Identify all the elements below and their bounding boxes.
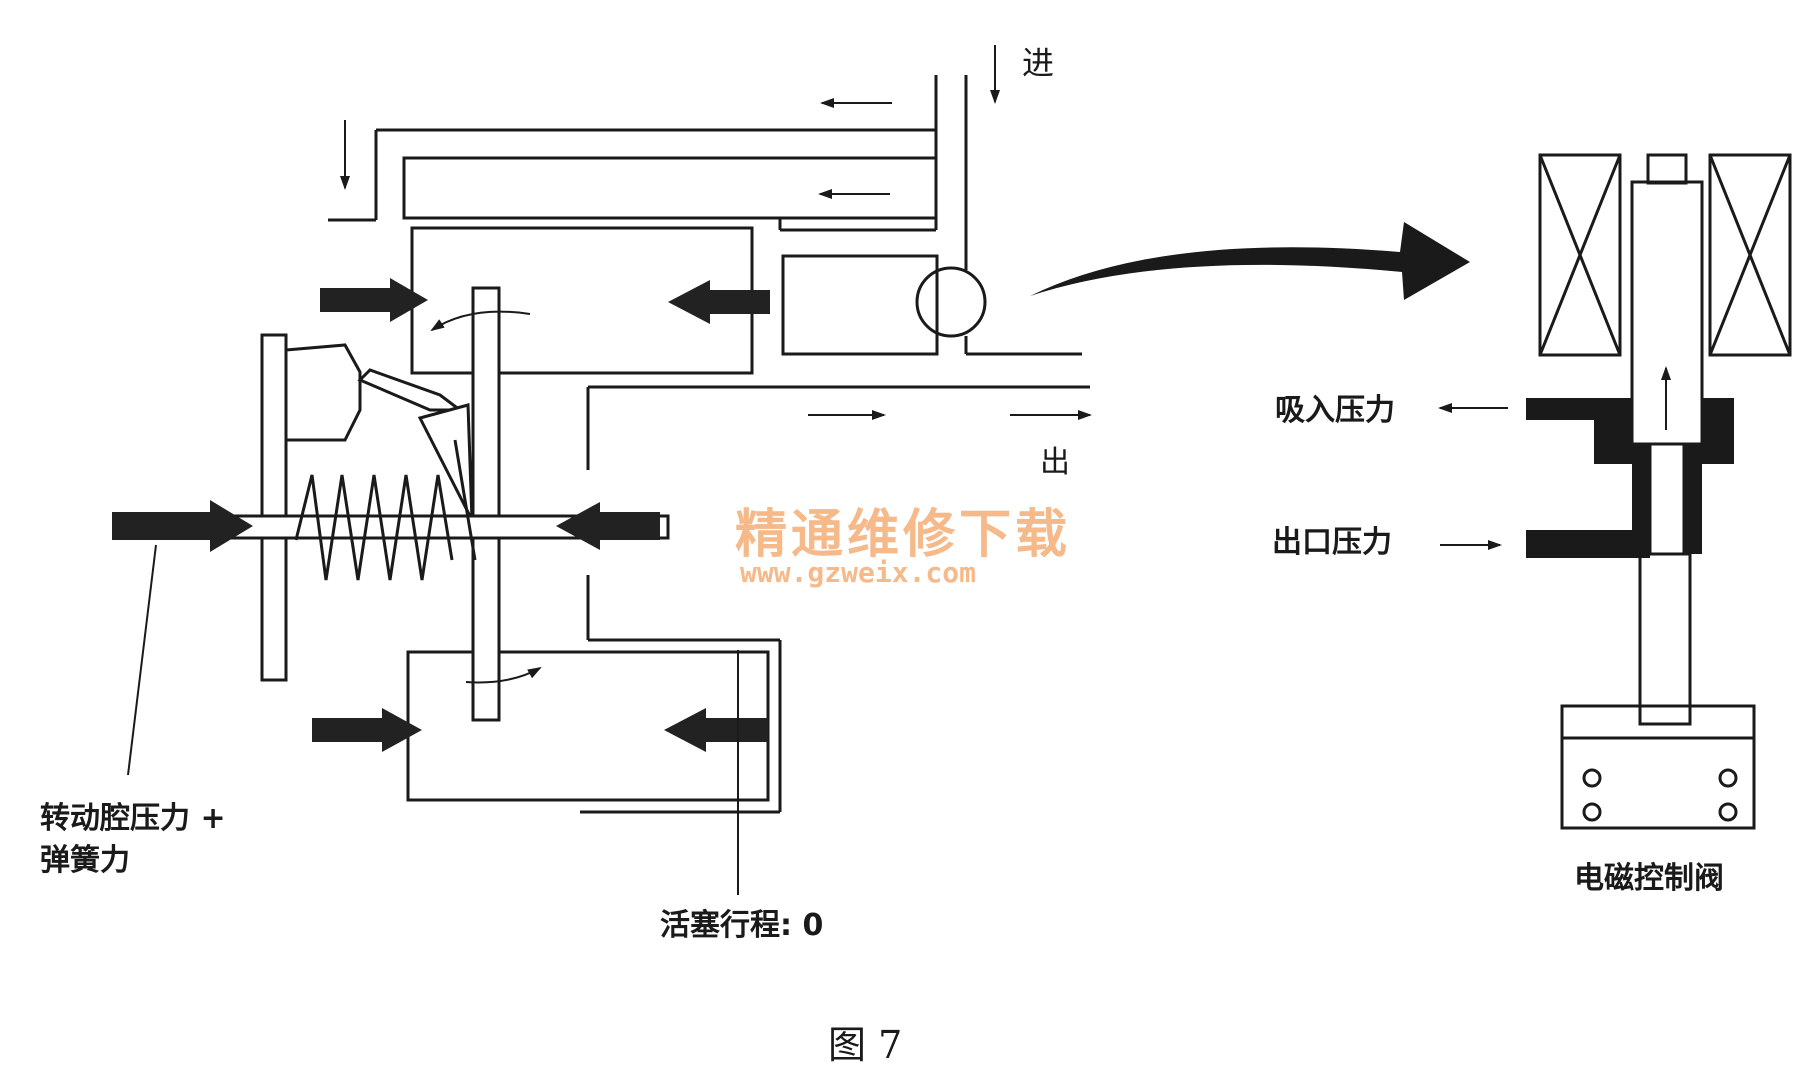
piston-rod (471, 286, 501, 722)
rotary-chamber-label: 转动腔压力 + (40, 801, 226, 836)
figure-caption: 图 7 (828, 1023, 902, 1067)
coil-right (1708, 153, 1792, 357)
shaft-reaction-arrow (556, 502, 660, 550)
inlet-label: 进 (1022, 44, 1054, 82)
suction-pressure-label: 吸入压力 (1275, 393, 1395, 428)
compressor-mechanism (230, 75, 1090, 814)
swash-plate (260, 333, 288, 682)
outlet-pressure-label: 出口压力 (1272, 525, 1392, 560)
upper-right-arrow (668, 280, 770, 324)
outlet-pipe (580, 385, 1090, 814)
rotary-force-arrow (112, 500, 253, 552)
spring-force-label: 弹簧力 (40, 843, 130, 878)
solenoid-valve-drawing (1538, 153, 1792, 830)
outlet-label: 出 (1040, 445, 1070, 480)
upper-left-arrow (320, 278, 428, 322)
spring (294, 474, 454, 581)
solenoid-base (1560, 704, 1756, 830)
lower-left-arrow (312, 708, 422, 752)
flow-arrows (340, 45, 1508, 684)
piston-stroke-label: 活塞行程: 0 (660, 908, 823, 943)
watermark-url: www.gzweix.com (740, 556, 976, 589)
internal-passage (402, 156, 938, 220)
valve-stem (1648, 442, 1686, 556)
big-curved-arrow (1030, 222, 1470, 300)
hub-cone (284, 343, 362, 442)
coil-left (1538, 153, 1622, 357)
control-valve-body (781, 254, 939, 356)
solenoid-valve-label: 电磁控制阀 (1574, 861, 1724, 896)
check-ball (915, 266, 987, 338)
valve-body-black (1526, 398, 1734, 558)
lower-right-arrow (664, 708, 768, 752)
watermark-text: 精通维修下载 (735, 505, 1071, 565)
leader-rotary (127, 544, 157, 776)
inlet-pipe (328, 75, 968, 270)
pressure-arrows (112, 278, 770, 752)
